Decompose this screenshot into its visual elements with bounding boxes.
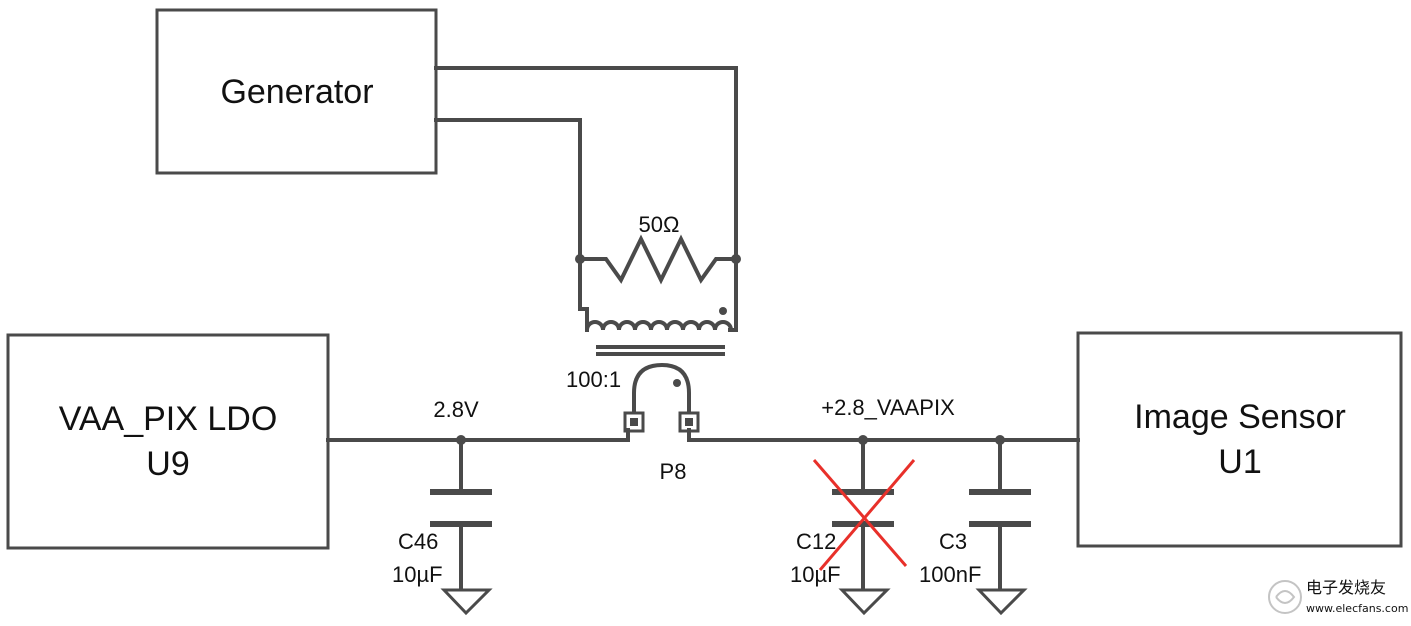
watermark: 电子发烧友 www.elecfans.com: [1268, 578, 1408, 615]
ratio-label: 100:1: [566, 367, 621, 392]
resistor-label: 50Ω: [639, 212, 680, 237]
sensor-supply-wire: [687, 428, 1080, 442]
c3-name: C3: [939, 529, 967, 554]
generator-block: [155, 8, 438, 175]
watermark-logo-icon: [1275, 590, 1296, 604]
sensor-label-line2: U1: [1218, 443, 1261, 481]
ldo-output-wire: [326, 428, 630, 442]
polarity-dot: [719, 307, 727, 315]
transformer-secondary-loop: [632, 362, 691, 422]
jumper-label: P8: [660, 459, 687, 484]
generator-wire-top: [434, 66, 738, 261]
rail-net-label: +2.8_VAAPIX: [821, 395, 955, 420]
c3-value: 100nF: [919, 562, 981, 587]
watermark-text: 电子发烧友: [1306, 578, 1386, 597]
jumper-pad-right-core: [685, 418, 693, 426]
ground-icon: [975, 588, 1028, 616]
transformer-primary-winding: [584, 320, 734, 333]
c12-name: C12: [796, 529, 836, 554]
sensor-label-line1: Image Sensor: [1134, 398, 1346, 436]
generator-label: Generator: [220, 73, 373, 111]
image-sensor-block: [1076, 331, 1403, 548]
c46-value: 10µF: [392, 562, 443, 587]
ldo-voltage-label: 2.8V: [433, 397, 479, 422]
watermark-site: www.elecfans.com: [1306, 602, 1408, 615]
removed-cross-icon: [812, 459, 908, 567]
jumper-pad-left-core: [630, 418, 638, 426]
ldo-label-line2: U9: [146, 445, 189, 483]
polarity-dot: [673, 379, 681, 387]
resistor-50-ohm: [578, 234, 738, 285]
c12-value: 10µF: [790, 562, 841, 587]
ground-icon: [440, 588, 493, 616]
removed-cross-icon: [818, 459, 916, 571]
ground-icon: [838, 588, 891, 616]
transformer-lead-left: [578, 257, 589, 332]
transformer-lead-right: [728, 257, 738, 332]
watermark-logo-icon: [1268, 580, 1302, 614]
c46-name: C46: [398, 529, 438, 554]
ldo-label-line1: VAA_PIX LDO: [59, 400, 278, 438]
generator-wire-bottom: [434, 118, 582, 261]
ldo-block: [6, 333, 330, 550]
